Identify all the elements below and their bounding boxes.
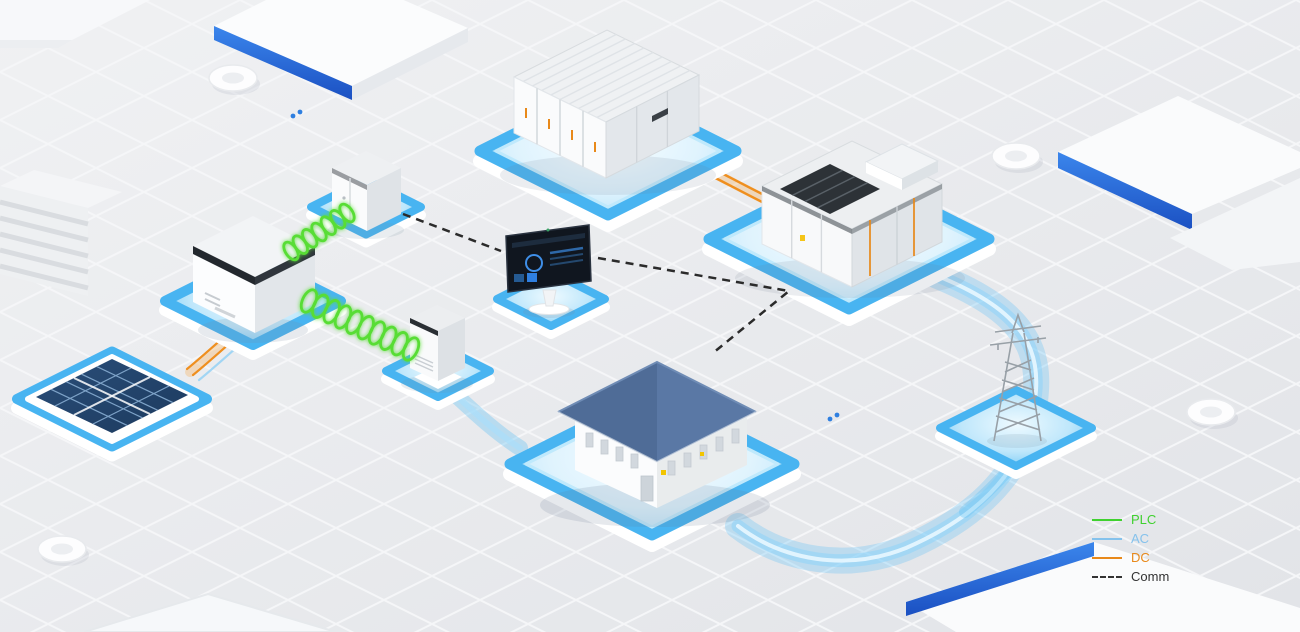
legend-label-plc: PLC: [1131, 512, 1157, 527]
slab-top-right: [1058, 96, 1300, 270]
legend-label-dc: DC: [1131, 550, 1150, 565]
monitor-screen-ui: [512, 228, 585, 282]
legend-swatch-plc: [1092, 518, 1122, 521]
pod-disc: [208, 64, 260, 95]
slab-top-center: [214, 0, 468, 100]
grid-tower-icon: [987, 312, 1047, 448]
pod-disc: [1186, 398, 1238, 429]
stepped-vent-block: [0, 170, 122, 296]
marker-dots: [290, 109, 840, 422]
power-conversion-station-icon: [735, 140, 965, 298]
legend-swatch-dc: [1092, 556, 1122, 559]
legend-item-ac: AC: [1092, 530, 1242, 547]
legend: PLC AC DC Comm: [1092, 511, 1242, 585]
legend-item-dc: DC: [1092, 549, 1242, 566]
plc-coil-inverter-to-power-cabinet: [299, 288, 421, 362]
legend-item-comm: Comm: [1092, 568, 1242, 585]
solar-panel-array-icon: [25, 354, 199, 444]
battery-storage-container-icon: [500, 29, 716, 195]
slab-top-left-corner: [0, 0, 150, 48]
pod-disc: [37, 535, 89, 566]
legend-item-plc: PLC: [1092, 511, 1242, 528]
slab-bottom-left: [83, 592, 337, 632]
legend-swatch-comm: [1092, 575, 1122, 578]
floor-cabinet-icon: [401, 305, 473, 393]
pod-disc: [991, 142, 1043, 173]
legend-swatch-ac: [1092, 537, 1122, 540]
monitor-workstation-icon: [505, 224, 592, 318]
comm-dashed-lines: [402, 212, 792, 354]
plc-coil-inverter-to-cabinet: [282, 202, 356, 262]
legend-label-comm: Comm: [1131, 569, 1170, 584]
building-icon: [540, 360, 770, 527]
pad-tower: [935, 386, 1097, 479]
slab-bottom-right: [906, 542, 1300, 632]
inverter-icon: [193, 216, 315, 343]
legend-label-ac: AC: [1131, 531, 1150, 546]
